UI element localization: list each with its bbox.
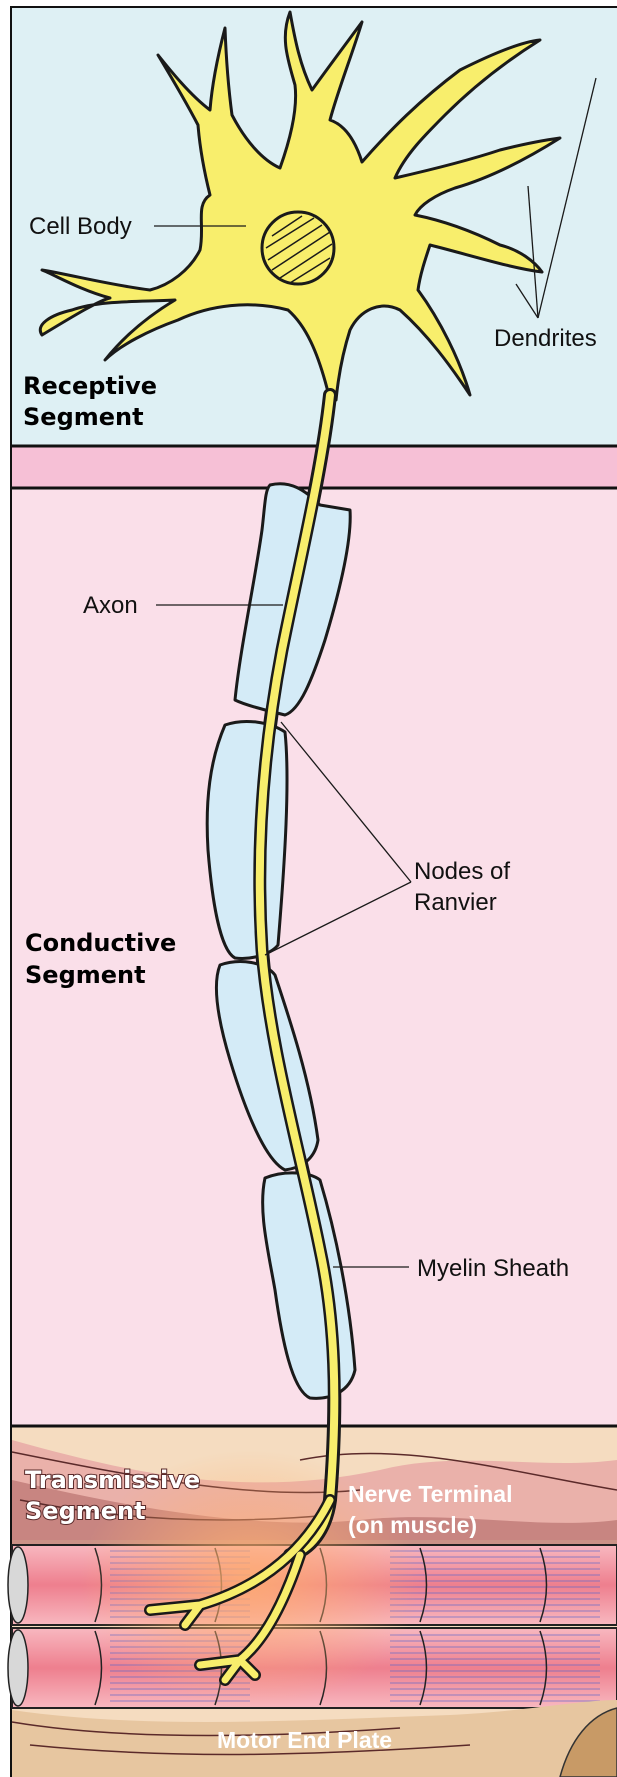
label-motor-end-plate: Motor End Plate [217, 1727, 392, 1753]
fiber-end-2 [8, 1630, 28, 1706]
label-receptive-line2: Segment [23, 403, 144, 431]
label-receptive-line1: Receptive [23, 372, 157, 400]
label-axon: Axon [83, 592, 138, 619]
label-nerve-terminal-line1: Nerve Terminal [348, 1481, 512, 1507]
label-nodes-line2: Ranvier [414, 889, 497, 916]
label-conductive-line2: Segment [25, 961, 146, 989]
striation-2 [390, 1548, 600, 1622]
label-transmissive-line2: Segment [25, 1497, 146, 1525]
nucleus [262, 212, 334, 284]
myelin-segment-2 [207, 721, 287, 958]
label-nerve-terminal-line2: (on muscle) [348, 1512, 477, 1538]
fiber-end-1 [8, 1547, 28, 1623]
label-conductive-line1: Conductive [25, 929, 176, 957]
label-transmissive-line1: Transmissive [25, 1466, 200, 1494]
label-nodes-line1: Nodes of [414, 858, 510, 885]
striation-4 [390, 1631, 600, 1705]
label-cell-body: Cell Body [29, 213, 132, 240]
label-myelin-sheath: Myelin Sheath [417, 1255, 569, 1282]
label-dendrites: Dendrites [494, 325, 597, 352]
